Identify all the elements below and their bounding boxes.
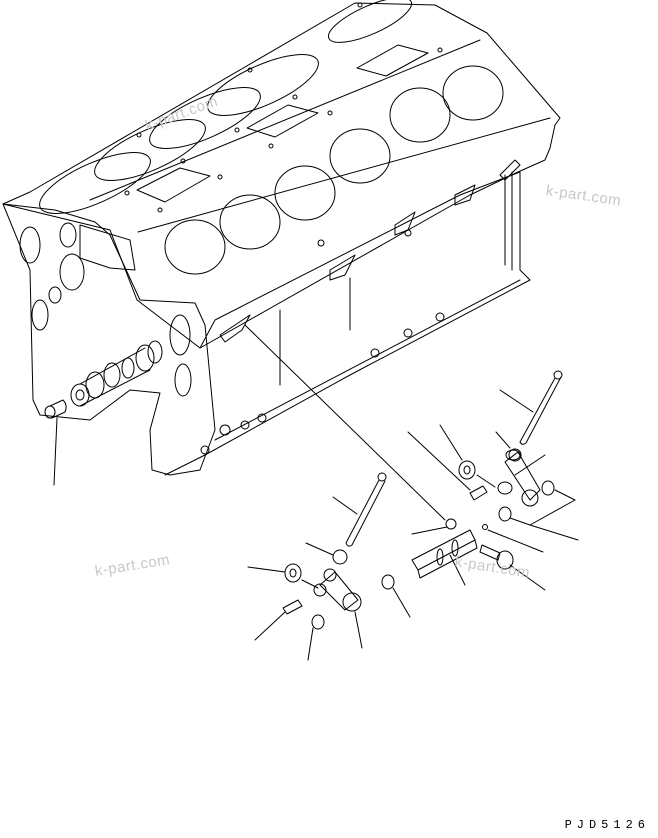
leader-line	[407, 431, 471, 491]
leader-line	[499, 389, 534, 413]
leader-line	[509, 489, 579, 541]
snap-ring-upper	[498, 480, 579, 541]
leader-line	[487, 529, 544, 553]
leader-line	[244, 324, 446, 521]
cam-follower-lower	[301, 568, 363, 649]
leader-line	[509, 564, 546, 591]
roller-lower	[247, 563, 302, 583]
drawing-code: PJD5126	[564, 818, 650, 832]
snap-ring-lower	[307, 574, 411, 661]
leader-line	[254, 611, 286, 641]
nut-lower	[305, 542, 348, 565]
leader-line	[247, 566, 286, 573]
cam-follower-shaft	[411, 529, 478, 586]
plug	[44, 399, 67, 486]
shaft-plug	[411, 518, 457, 535]
push-rod-lower	[332, 472, 387, 547]
leader-line	[514, 454, 546, 476]
ball	[482, 524, 544, 553]
leader-line	[392, 587, 411, 618]
leader-line	[354, 611, 363, 649]
leader-line	[495, 431, 511, 449]
cylinder-block	[2, 0, 561, 476]
leader-line	[53, 417, 58, 486]
leader-line	[332, 496, 358, 515]
pin-upper	[407, 431, 488, 501]
cam-follower-upper	[476, 448, 546, 507]
leader-line	[411, 526, 448, 535]
leader-line	[305, 542, 334, 556]
bushing-upper	[495, 431, 521, 461]
pin-lower	[254, 599, 303, 641]
leader-line	[449, 554, 466, 586]
roller-upper	[439, 424, 476, 480]
push-rod-upper	[499, 370, 563, 445]
camshaft	[70, 340, 163, 407]
leader-line	[307, 627, 314, 661]
leader-line	[439, 424, 463, 461]
bolt	[479, 544, 546, 591]
